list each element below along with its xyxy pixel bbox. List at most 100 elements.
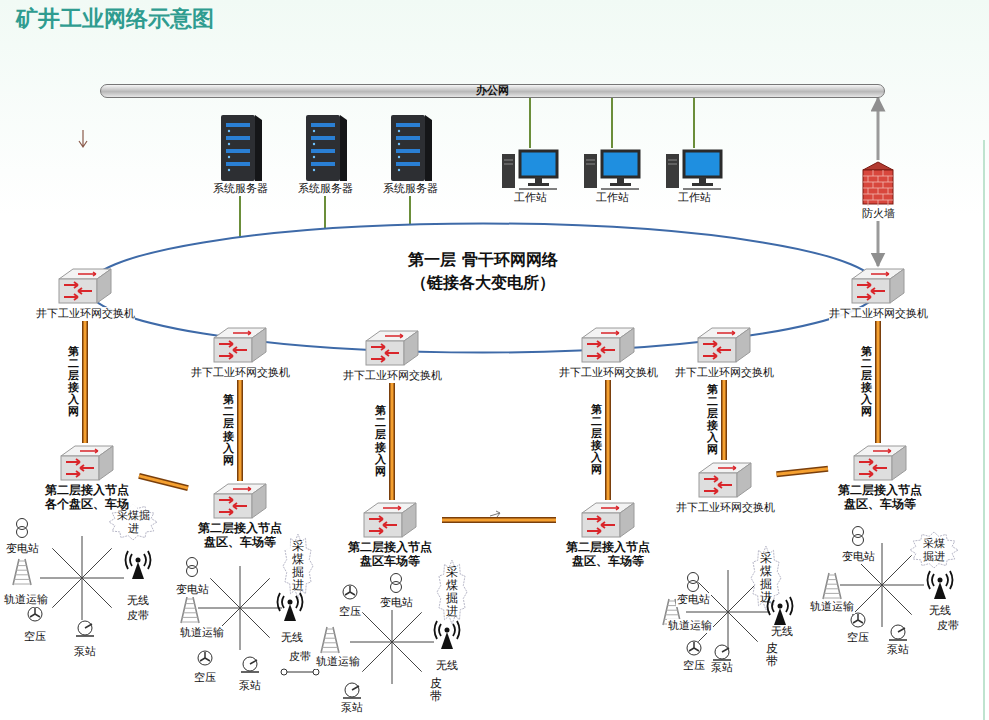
workstation-node: 工作站	[499, 148, 561, 205]
node-label: 井下工业环网交换机	[829, 307, 928, 321]
node-label: 防火墙	[862, 207, 895, 221]
fan-icon	[343, 585, 357, 599]
star-line	[728, 570, 729, 612]
star-line	[882, 555, 912, 585]
edge-shadow	[777, 469, 829, 475]
fan-icon	[687, 641, 701, 655]
equipment-label: 皮带	[936, 619, 960, 632]
equipment-label: 泵站	[73, 645, 97, 658]
tr-icon	[853, 527, 864, 546]
access-link	[139, 476, 188, 488]
node-label: 工作站	[678, 191, 711, 205]
connector-group	[392, 383, 393, 500]
star-line	[52, 578, 82, 608]
firewall-icon	[860, 160, 896, 206]
ring-switch: 井下工业环网交换机	[189, 325, 292, 380]
server-icon	[385, 115, 435, 181]
access-node: 第二层接入节点 盘区车场等	[338, 500, 442, 569]
switch-icon	[579, 325, 637, 365]
equipment-label: 无线	[126, 594, 150, 607]
access-link	[777, 469, 829, 475]
rail-icon	[13, 559, 31, 585]
connector-group	[608, 380, 609, 500]
star-line	[82, 578, 112, 608]
star-line	[210, 578, 240, 608]
rail-icon	[321, 627, 339, 653]
workstation-node: 工作站	[581, 148, 643, 205]
connector-group	[878, 221, 879, 266]
workstation-node: 工作站	[663, 148, 725, 205]
star-line	[882, 585, 924, 586]
edge-label: 第二层接入网	[860, 346, 873, 419]
node-label: 第一层 骨干环网网络	[408, 248, 558, 271]
equipment-label: 泵站	[886, 643, 910, 656]
equipment-label: 空压	[193, 671, 217, 684]
node-label: 第二层接入节点 盘区、车场等	[830, 483, 930, 512]
fan-icon	[851, 613, 865, 627]
star-line	[82, 578, 124, 579]
rail-icon	[823, 573, 841, 599]
connector-group	[724, 380, 725, 460]
node-label: 井下工业环网交换机	[36, 307, 135, 321]
equipment-label: 空压	[338, 605, 362, 618]
switch-icon	[695, 325, 753, 365]
workstation-icon	[501, 148, 559, 190]
belt-icon	[281, 669, 319, 675]
server-icon	[215, 115, 265, 181]
equipment-label: 变电站	[379, 596, 414, 609]
equipment-label: 采煤掘进	[445, 566, 459, 619]
switch-icon	[58, 443, 116, 483]
equipment-label: 泵站	[238, 679, 262, 692]
star-line	[728, 612, 758, 642]
star-line	[362, 612, 392, 642]
node-label: 第二层接入节点 各个盘区、车场	[37, 483, 137, 512]
connector-group	[325, 196, 326, 229]
firewall-link	[877, 221, 880, 266]
connector-group	[777, 469, 829, 475]
node-label: 第二层接入节点 盘区、车场等	[190, 521, 290, 550]
connector-group	[240, 380, 241, 481]
workstation-icon	[665, 148, 723, 190]
edge-shadow	[139, 476, 188, 488]
small-arrow	[79, 130, 87, 147]
equipment-label: 轨道运输	[179, 626, 225, 639]
network-link	[693, 98, 695, 148]
node-label: 工作站	[596, 191, 629, 205]
star-line	[840, 585, 882, 586]
diagram-title: 矿井工业网络示意图	[16, 4, 214, 34]
equipment-label: 轨道运输	[3, 593, 49, 606]
star-line	[392, 642, 422, 672]
pump-icon	[889, 625, 907, 640]
equipment-label: 轨道运输	[315, 655, 361, 668]
connector-group	[442, 520, 556, 521]
connector-group	[85, 321, 86, 443]
edge-label: 第二层接入网	[67, 346, 80, 419]
node-label: 系统服务器	[213, 182, 268, 196]
workstation-icon	[583, 148, 641, 190]
equipment-label: 采煤掘进	[759, 552, 773, 605]
node-label: 井下工业环网交换机	[559, 366, 658, 380]
switch-icon	[363, 328, 421, 368]
star-line	[52, 548, 82, 578]
network-link	[409, 196, 411, 225]
node-label: 井下工业环网交换机	[343, 369, 442, 383]
star-line	[350, 642, 392, 643]
equipment-label: 采煤掘进	[291, 540, 305, 593]
switch-icon	[56, 266, 114, 306]
star-line	[240, 578, 270, 608]
equipment-label: 轨道运输	[667, 619, 713, 632]
star-line	[882, 543, 883, 585]
tr-icon	[688, 573, 699, 592]
equipment-label: 无线	[770, 625, 794, 638]
star-line	[40, 578, 82, 579]
star-line	[852, 585, 882, 615]
access-link	[607, 380, 610, 500]
switch-icon	[851, 443, 909, 483]
ant-icon	[278, 593, 303, 621]
equipment-label: 变电站	[5, 542, 40, 555]
ant-icon	[126, 551, 151, 579]
connector-group	[410, 196, 411, 225]
access-link	[239, 380, 242, 481]
ant-icon	[928, 571, 953, 599]
burstv-icon	[751, 546, 781, 610]
